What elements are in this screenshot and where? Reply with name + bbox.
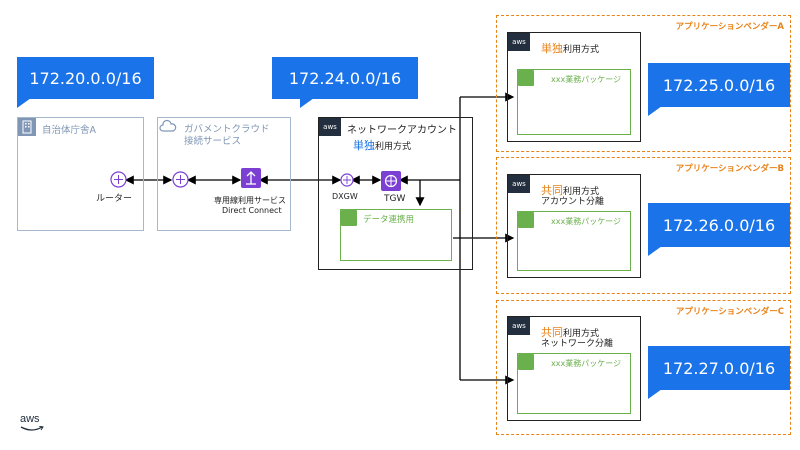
cidr-callout-network: 172.24.0.0/16 (272, 57, 418, 99)
subnet-lock-icon (518, 354, 534, 370)
office-title: 自治体庁舎A (42, 125, 96, 136)
gov-title-line2: 接続サービス (184, 136, 242, 147)
vendor-a-package: xxx業務パッケージ (551, 75, 622, 84)
router-icon (110, 171, 127, 188)
vendor-c-label: アプリケーションベンダーC (675, 307, 784, 317)
building-icon (18, 118, 36, 136)
vendor-b-mode: 共同利用方式 (541, 179, 599, 198)
callout-tail-icon (17, 98, 31, 108)
office-box: 自治体庁舎A ルーター (17, 117, 144, 231)
aws-logo: aws (18, 413, 48, 435)
cidr-vendor-c-label: 172.27.0.0/16 (662, 358, 776, 378)
vendor-b-label: アプリケーションベンダーB (675, 164, 784, 174)
cidr-callout-vendor-a: 172.25.0.0/16 (648, 63, 790, 107)
network-account-box: aws ネットワークアカウント 単独利用方式 DXGW TGW データ連携用 (318, 117, 473, 270)
aws-account-icon: aws (319, 118, 341, 136)
cidr-office-label: 172.20.0.0/16 (29, 68, 142, 88)
vendor-c-mode-rest: 利用方式 (563, 329, 600, 339)
cidr-vendor-a-label: 172.25.0.0/16 (662, 75, 776, 95)
vendor-b-group: アプリケーションベンダーB (496, 157, 791, 294)
subnet-lock-icon (341, 210, 357, 226)
callout-tail-icon (648, 106, 662, 116)
vendor-b-account: aws 共同利用方式 アカウント分離 xxx業務パッケージ (507, 174, 641, 278)
callout-tail-icon (300, 98, 314, 108)
vendor-c-mode: 共同利用方式 (541, 321, 599, 340)
vendor-c-account: aws 共同利用方式 ネットワーク分離 xxx業務パッケージ (507, 316, 641, 421)
vendor-b-mode-rest: 利用方式 (563, 187, 600, 197)
network-account-mode: 単独利用方式 (353, 134, 411, 153)
gov-router-icon (172, 171, 189, 188)
aws-account-icon: aws (508, 317, 530, 335)
cidr-callout-vendor-c: 172.27.0.0/16 (648, 346, 790, 390)
dxgw-label: DXGW (332, 192, 358, 201)
vendor-c-mode-em: 共同 (541, 326, 563, 339)
gov-title-line1: ガバメントクラウド (184, 124, 270, 135)
vendor-c-line2: ネットワーク分離 (541, 339, 614, 349)
aws-account-icon: aws (508, 175, 530, 193)
vendor-a-mode: 単独利用方式 (541, 37, 599, 56)
router-label: ルーター (96, 194, 133, 204)
vendor-a-group: アプリケーションベンダーA (496, 15, 791, 152)
cloud-icon (159, 119, 177, 132)
aws-account-icon: aws (508, 33, 530, 51)
callout-tail-icon (648, 246, 662, 256)
data-link-subnet: データ連携用 (340, 209, 452, 261)
mode-emphasis: 単独 (353, 139, 375, 152)
network-account-title: ネットワークアカウント (347, 125, 457, 136)
tgw-icon (381, 171, 401, 191)
vendor-a-mode-em: 単独 (541, 42, 563, 55)
vendor-c-subnet: xxx業務パッケージ (517, 353, 631, 414)
gov-cloud-box: ガバメントクラウド 接続サービス 専用線利用サービス Direct Connec… (157, 117, 291, 231)
mode-rest: 利用方式 (375, 142, 412, 152)
callout-tail-icon (648, 389, 662, 399)
vendor-b-subnet: xxx業務パッケージ (517, 211, 631, 271)
cidr-vendor-b-label: 172.26.0.0/16 (662, 215, 776, 235)
vendor-b-mode-em: 共同 (541, 184, 563, 197)
subnet-label: データ連携用 (363, 215, 415, 225)
cidr-callout-vendor-b: 172.26.0.0/16 (648, 203, 790, 247)
dc-label-line1: 専用線利用サービス (214, 196, 286, 205)
dc-label-line2: Direct Connect (222, 206, 282, 215)
vendor-a-label: アプリケーションベンダーA (675, 22, 784, 32)
tgw-label: TGW (384, 194, 406, 204)
vendor-a-subnet: xxx業務パッケージ (517, 69, 631, 135)
dxgw-icon (340, 173, 354, 187)
direct-connect-icon (241, 168, 261, 188)
vendor-a-mode-rest: 利用方式 (563, 45, 600, 55)
subnet-lock-icon (518, 212, 534, 228)
aws-logo-text: aws (20, 413, 40, 425)
vendor-b-package: xxx業務パッケージ (551, 217, 622, 226)
vendor-c-package: xxx業務パッケージ (551, 359, 622, 368)
vendor-a-account: aws 単独利用方式 xxx業務パッケージ (507, 32, 641, 142)
vendor-b-line2: アカウント分離 (541, 197, 605, 207)
cidr-callout-office: 172.20.0.0/16 (17, 57, 154, 99)
vendor-c-group: アプリケーションベンダーC (496, 300, 791, 435)
subnet-lock-icon (518, 70, 534, 86)
aws-smile-icon (20, 426, 44, 431)
cidr-network-label: 172.24.0.0/16 (288, 68, 402, 88)
